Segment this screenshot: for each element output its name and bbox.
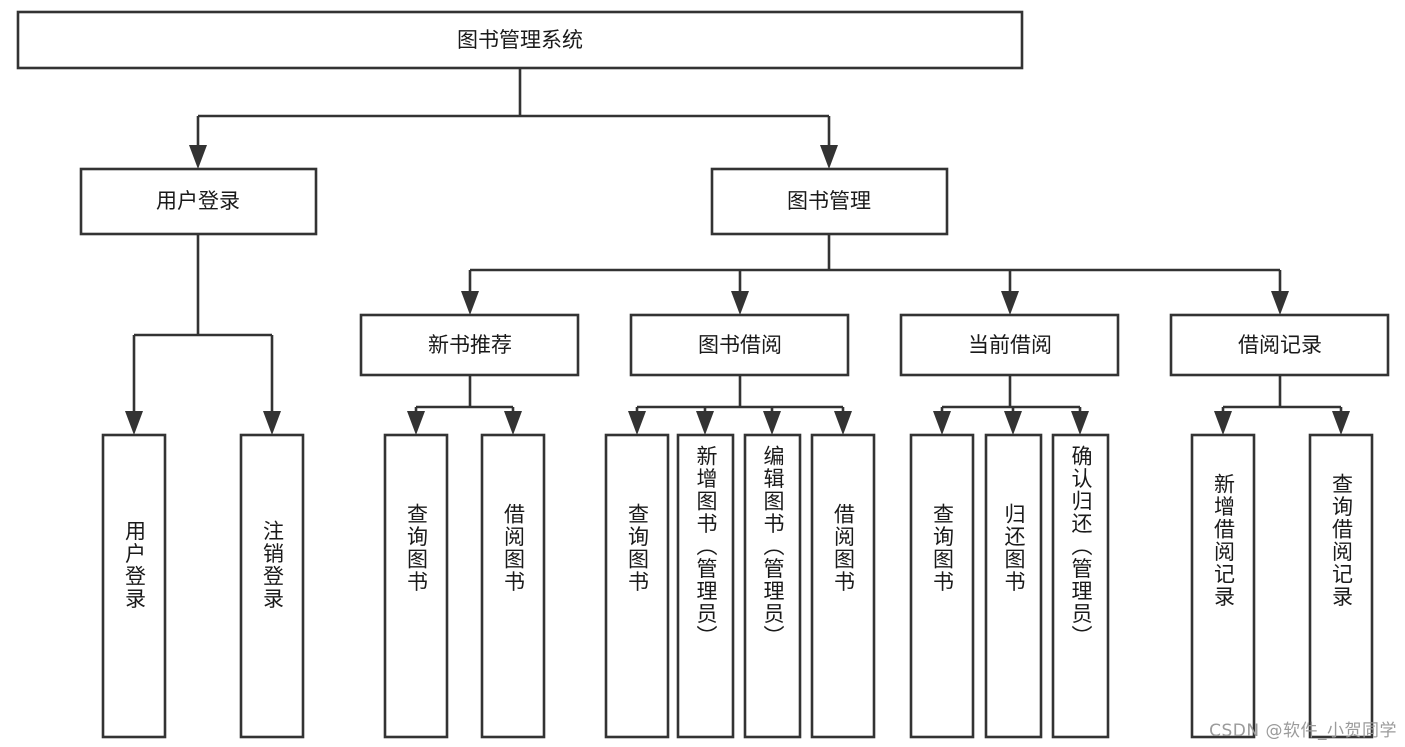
arrowhead-records-leaf-2	[1332, 411, 1350, 435]
leaf-box-query-borrow-record[interactable]	[1308, 433, 1374, 739]
leaf-box-logout[interactable]	[239, 433, 305, 739]
node-layer: 图书管理系统 用户登录 图书管理 新书推荐 图书借阅 当前借阅 借阅记录	[16, 10, 1390, 739]
arrowhead-borrow-leaf-4	[834, 411, 852, 435]
connector-layer	[125, 68, 1350, 435]
arrowhead-book-borrow	[731, 291, 749, 315]
leaf-box-user-login[interactable]	[101, 433, 167, 739]
leaf-box-query-book-borrow[interactable]	[604, 433, 670, 739]
node-new-book-recommend-box[interactable]	[359, 313, 580, 377]
arrowhead-borrow-leaf-2	[696, 411, 714, 435]
arrowhead-borrow-leaf-3	[763, 411, 781, 435]
node-current-borrow-box[interactable]	[899, 313, 1120, 377]
arrowhead-user-login	[189, 145, 207, 169]
arrowhead-new-books	[461, 291, 479, 315]
node-root-label: 图书管理系统	[457, 28, 583, 52]
arrowhead-current-borrow	[1001, 291, 1019, 315]
node-book-management-label: 图书管理	[787, 189, 871, 213]
arrowhead-current-leaf-1	[933, 411, 951, 435]
leaf-box-return-book[interactable]	[984, 433, 1043, 739]
arrowhead-borrow-records	[1271, 291, 1289, 315]
node-borrow-records-box[interactable]	[1169, 313, 1390, 377]
arrowhead-newbooks-leaf-2	[504, 411, 522, 435]
node-book-borrow-box[interactable]	[629, 313, 850, 377]
node-user-login-label: 用户登录	[156, 189, 240, 213]
arrowhead-leaf-user-login	[125, 411, 143, 435]
leaf-box-borrow-book-newbooks[interactable]	[480, 433, 546, 739]
leaf-box-borrow-book[interactable]	[810, 433, 876, 739]
arrowhead-book-mgmt	[820, 145, 838, 169]
leaf-box-edit-book-admin[interactable]	[743, 433, 802, 739]
arrowhead-current-leaf-3	[1071, 411, 1089, 435]
node-current-borrow-label: 当前借阅	[968, 333, 1052, 357]
node-borrow-records-label: 借阅记录	[1238, 333, 1322, 357]
csdn-watermark: CSDN @软件_小贺同学	[1209, 721, 1397, 741]
leaf-box-query-book-current[interactable]	[909, 433, 975, 739]
leaf-box-add-borrow-record[interactable]	[1190, 433, 1256, 739]
node-new-book-recommend-label: 新书推荐	[428, 333, 512, 357]
leaf-box-query-book-newbooks[interactable]	[383, 433, 449, 739]
node-user-login-box[interactable]	[79, 167, 318, 236]
arrowhead-leaf-logout	[263, 411, 281, 435]
node-book-borrow-label: 图书借阅	[698, 333, 782, 357]
node-book-management-box[interactable]	[710, 167, 949, 236]
arrowhead-current-leaf-2	[1004, 411, 1022, 435]
arrowhead-borrow-leaf-1	[628, 411, 646, 435]
node-root-box[interactable]	[16, 10, 1024, 70]
arrowhead-newbooks-leaf-1	[407, 411, 425, 435]
leaf-box-confirm-return-admin[interactable]	[1051, 433, 1110, 739]
leaf-box-add-book-admin[interactable]	[676, 433, 735, 739]
arrowhead-records-leaf-1	[1214, 411, 1232, 435]
